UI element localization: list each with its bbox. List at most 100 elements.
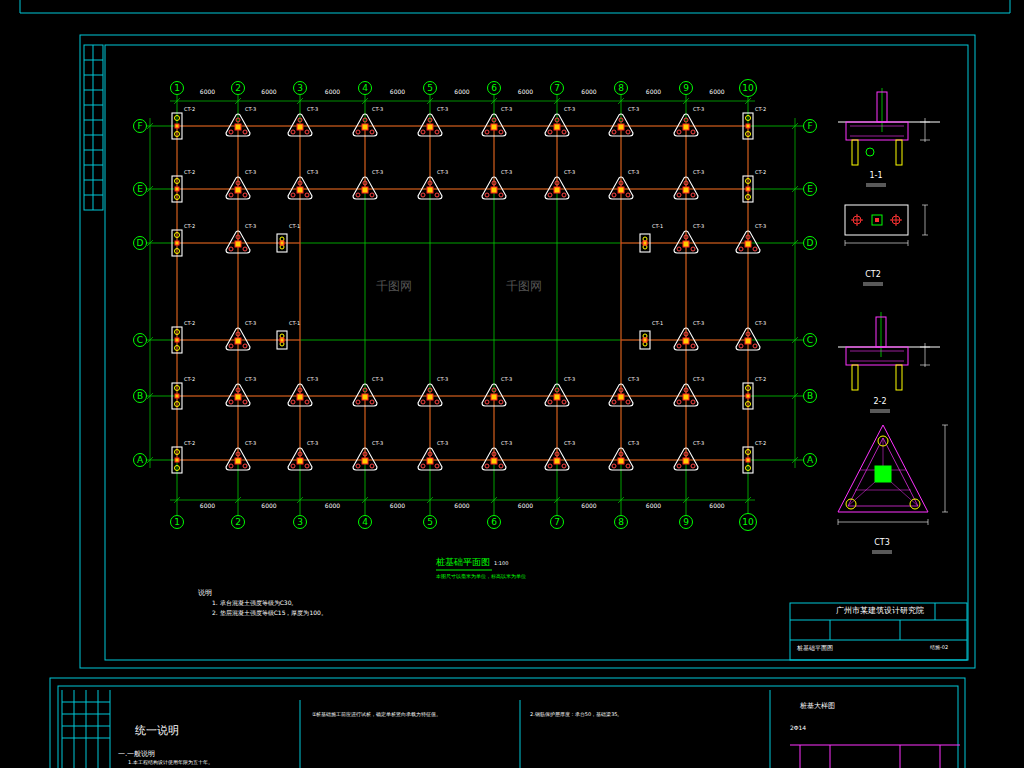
cap-label: CT-3 xyxy=(372,441,383,447)
axis-bubble: F xyxy=(803,119,817,133)
pile-mark xyxy=(677,464,681,468)
axis-number: 9 xyxy=(683,518,689,527)
cap-label: CT-3 xyxy=(755,224,766,230)
pile-cap xyxy=(743,113,753,139)
pile-mark xyxy=(485,130,489,134)
pile-mark xyxy=(229,464,233,468)
column-mark xyxy=(491,394,497,400)
axis-bubble: 8 xyxy=(614,81,628,95)
axis-number: C xyxy=(807,336,813,345)
cap-outline xyxy=(545,384,569,406)
pile-mark xyxy=(435,130,439,134)
cap-outline xyxy=(743,113,753,139)
cap-label: CT-3 xyxy=(372,107,383,113)
pile-mark xyxy=(298,452,302,456)
pile-mark xyxy=(280,334,284,338)
cap-label: CT-3 xyxy=(245,441,256,447)
column-mark xyxy=(175,458,179,462)
sheet-number: 结施-02 xyxy=(930,645,948,651)
axis-number: 8 xyxy=(618,84,624,93)
pile-mark xyxy=(356,464,360,468)
section-label: 1-1 xyxy=(869,171,882,180)
pile-mark xyxy=(626,193,630,197)
pile-mark xyxy=(363,118,367,122)
cap-label: CT-3 xyxy=(693,224,704,230)
dimension: 6000 xyxy=(261,503,276,510)
pile-cap xyxy=(288,384,312,406)
note: 2.钢筋保护层厚度：承台50，基础梁35。 xyxy=(530,712,623,718)
cap-label: CT-3 xyxy=(755,321,766,327)
cap-outline xyxy=(172,447,182,473)
axis-number: E xyxy=(807,185,813,194)
cap-outline xyxy=(172,176,182,202)
cap-label: CT-3 xyxy=(372,377,383,383)
pile-mark xyxy=(492,388,496,392)
axis-bubble: 8 xyxy=(614,515,628,529)
cap-outline xyxy=(353,114,377,136)
pile-mark xyxy=(746,179,751,184)
axis-number: 2 xyxy=(235,84,241,93)
pile-mark xyxy=(305,464,309,468)
column-mark xyxy=(235,338,241,344)
axis-bubble: 2 xyxy=(231,81,245,95)
cap-label: CT-3 xyxy=(372,170,383,176)
pile-cap xyxy=(226,231,250,253)
cap-label: CT-1 xyxy=(289,224,300,230)
dimension: 6000 xyxy=(454,89,469,96)
pile-cap xyxy=(353,384,377,406)
pile-mark xyxy=(428,118,432,122)
dimension: 6000 xyxy=(261,89,276,96)
pile-mark xyxy=(175,116,180,121)
pile-mark xyxy=(746,332,750,336)
cap-outline xyxy=(609,177,633,199)
column-mark xyxy=(618,187,624,193)
pile-cap xyxy=(736,231,760,253)
axis-number: 10 xyxy=(742,518,753,527)
axis-number: 7 xyxy=(554,518,560,527)
pile-mark xyxy=(485,464,489,468)
pile-mark xyxy=(236,235,240,239)
pile-cap xyxy=(545,384,569,406)
pile-mark xyxy=(356,400,360,404)
column-mark xyxy=(618,458,624,464)
cap-label: CT-3 xyxy=(564,170,575,176)
axis-bubble: C xyxy=(133,333,147,347)
pile-mark xyxy=(175,233,180,238)
cap-outline xyxy=(743,383,753,409)
pile-cap xyxy=(172,230,182,256)
cap-outline xyxy=(226,384,250,406)
pile-mark xyxy=(291,130,295,134)
axis-bubble: 7 xyxy=(550,515,564,529)
pile-mark xyxy=(691,464,695,468)
pile-cap xyxy=(545,448,569,470)
column-mark xyxy=(643,338,647,342)
pile-mark xyxy=(548,464,552,468)
cap-outline xyxy=(288,114,312,136)
pile-mark xyxy=(548,400,552,404)
axis-number: D xyxy=(137,239,144,248)
cap-label: CT-2 xyxy=(755,107,766,113)
dimension: 6000 xyxy=(646,89,661,96)
cap-outline xyxy=(545,448,569,470)
axis-bubble: E xyxy=(133,182,147,196)
sheet-frames xyxy=(20,0,1010,768)
pile-mark xyxy=(612,193,616,197)
column-mark xyxy=(235,187,241,193)
axis-number: 6 xyxy=(491,518,497,527)
pile-mark xyxy=(236,181,240,185)
cap-outline xyxy=(172,383,182,409)
cap-outline xyxy=(226,231,250,253)
cap-outline xyxy=(674,177,698,199)
pile-mark xyxy=(619,181,623,185)
note: ①桩基础施工前应进行试桩，确定单桩竖向承载力特征值。 xyxy=(312,712,441,718)
pile-cap xyxy=(640,331,650,349)
pile-mark xyxy=(753,344,757,348)
cap-outline xyxy=(226,328,250,350)
pile-cap xyxy=(674,448,698,470)
axis-bubble: 5 xyxy=(423,81,437,95)
beam-line xyxy=(238,126,239,460)
axis-number: 3 xyxy=(297,518,303,527)
column-mark xyxy=(643,241,647,245)
pile-mark xyxy=(370,400,374,404)
